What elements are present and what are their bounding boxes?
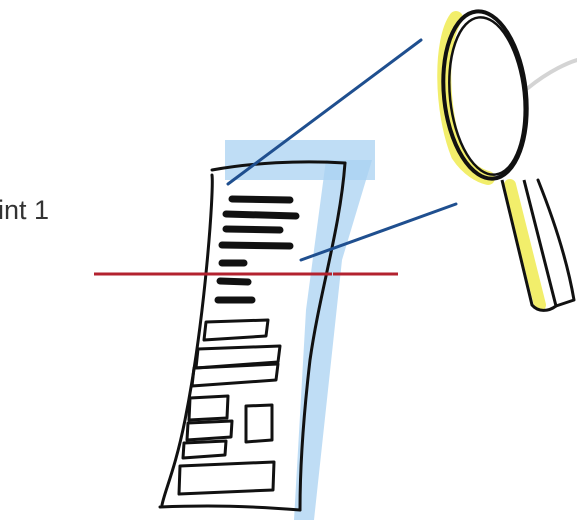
shadow-stroke [526, 58, 577, 90]
document-edge-highlight [225, 140, 375, 520]
magnifier-pointer-lines [226, 38, 458, 262]
sketched-document-icon [158, 160, 347, 512]
point-label: int 1 [0, 195, 50, 225]
magnifying-glass-icon [437, 9, 576, 312]
